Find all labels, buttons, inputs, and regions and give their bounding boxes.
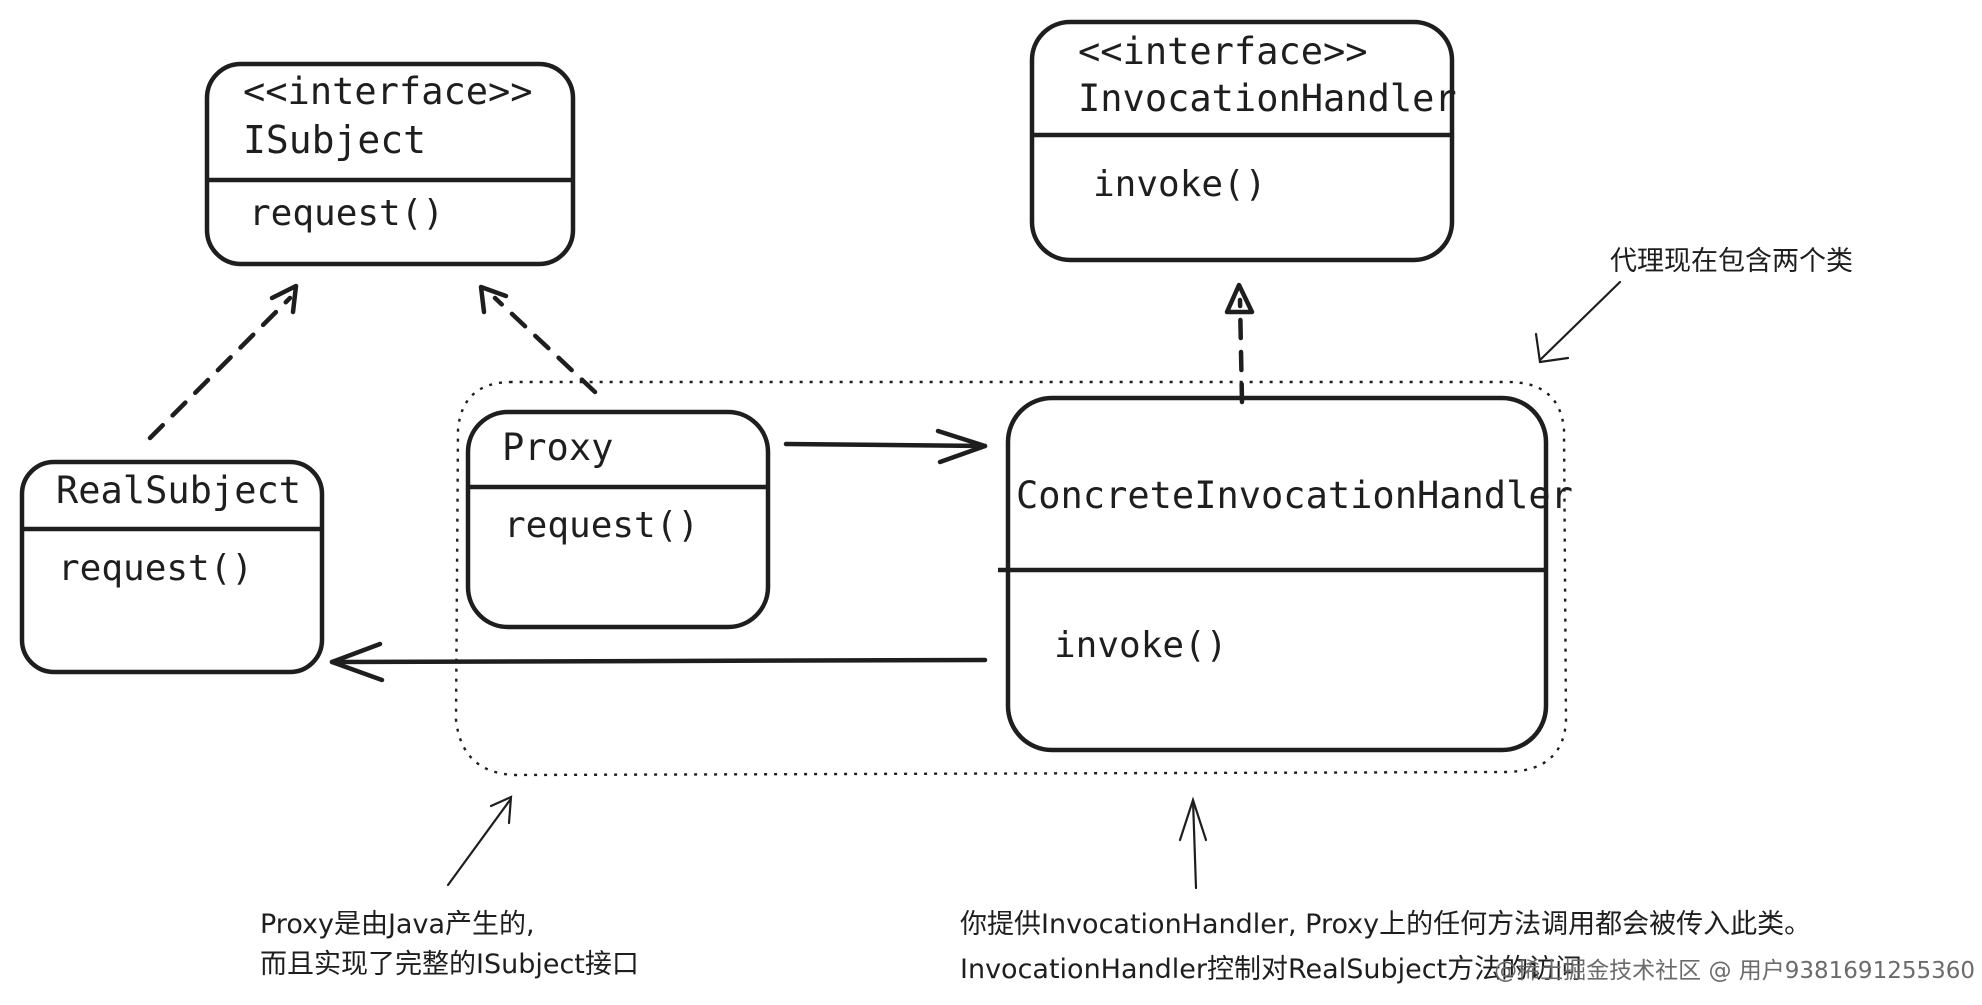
isubject-class: <<interface>> ISubject request() xyxy=(204,61,576,267)
realsubject-implements-arrow xyxy=(147,283,299,441)
handler-note: 你提供InvocationHandler, Proxy上的任何方法调用都会被传入… xyxy=(960,796,1811,985)
proxy-class: Proxy request() xyxy=(465,409,771,630)
invocationhandler-method: invoke() xyxy=(1093,164,1266,205)
isubject-name: ISubject xyxy=(243,118,426,162)
group-note: 代理现在包含两个类 xyxy=(1534,246,1853,364)
proxy-implements-arrow xyxy=(478,284,598,395)
group-note-text: 代理现在包含两个类 xyxy=(1610,246,1853,277)
handler-note-line1: 你提供InvocationHandler, Proxy上的任何方法调用都会被传入… xyxy=(960,909,1811,940)
proxy-note-line2: 而且实现了完整的ISubject接口 xyxy=(260,949,639,980)
concretehandler-method: invoke() xyxy=(1054,625,1227,666)
invocationhandler-stereotype: <<interface>> xyxy=(1078,30,1368,73)
invocationhandler-name: InvocationHandler xyxy=(1078,77,1457,120)
handler-note-line2: InvocationHandler控制对RealSubject方法的访问 xyxy=(960,954,1582,985)
handler-implements-arrow xyxy=(1224,282,1255,405)
proxy-to-handler-arrow xyxy=(783,428,988,465)
isubject-stereotype: <<interface>> xyxy=(243,70,533,113)
isubject-method: request() xyxy=(249,193,444,234)
watermark-text: @稀土掘金技术社区 @ 用户9381691255360 xyxy=(1494,958,1975,984)
proxy-note: Proxy是由Java产生的, 而且实现了完整的ISubject接口 xyxy=(260,795,639,980)
proxy-group-boundary xyxy=(454,380,1568,777)
proxy-name: Proxy xyxy=(502,426,613,469)
realsubject-name: RealSubject xyxy=(56,469,301,512)
handler-to-realsubject-arrow xyxy=(329,641,988,683)
proxy-note-line1: Proxy是由Java产生的, xyxy=(260,909,535,940)
proxy-method: request() xyxy=(504,505,699,546)
concretehandler-class: ConcreteInvocationHandler invoke() xyxy=(998,395,1573,753)
concretehandler-name: ConcreteInvocationHandler xyxy=(1016,474,1573,517)
invocationhandler-class: <<interface>> InvocationHandler invoke() xyxy=(1029,19,1457,263)
realsubject-method: request() xyxy=(58,548,253,589)
realsubject-class: RealSubject request() xyxy=(19,459,325,675)
